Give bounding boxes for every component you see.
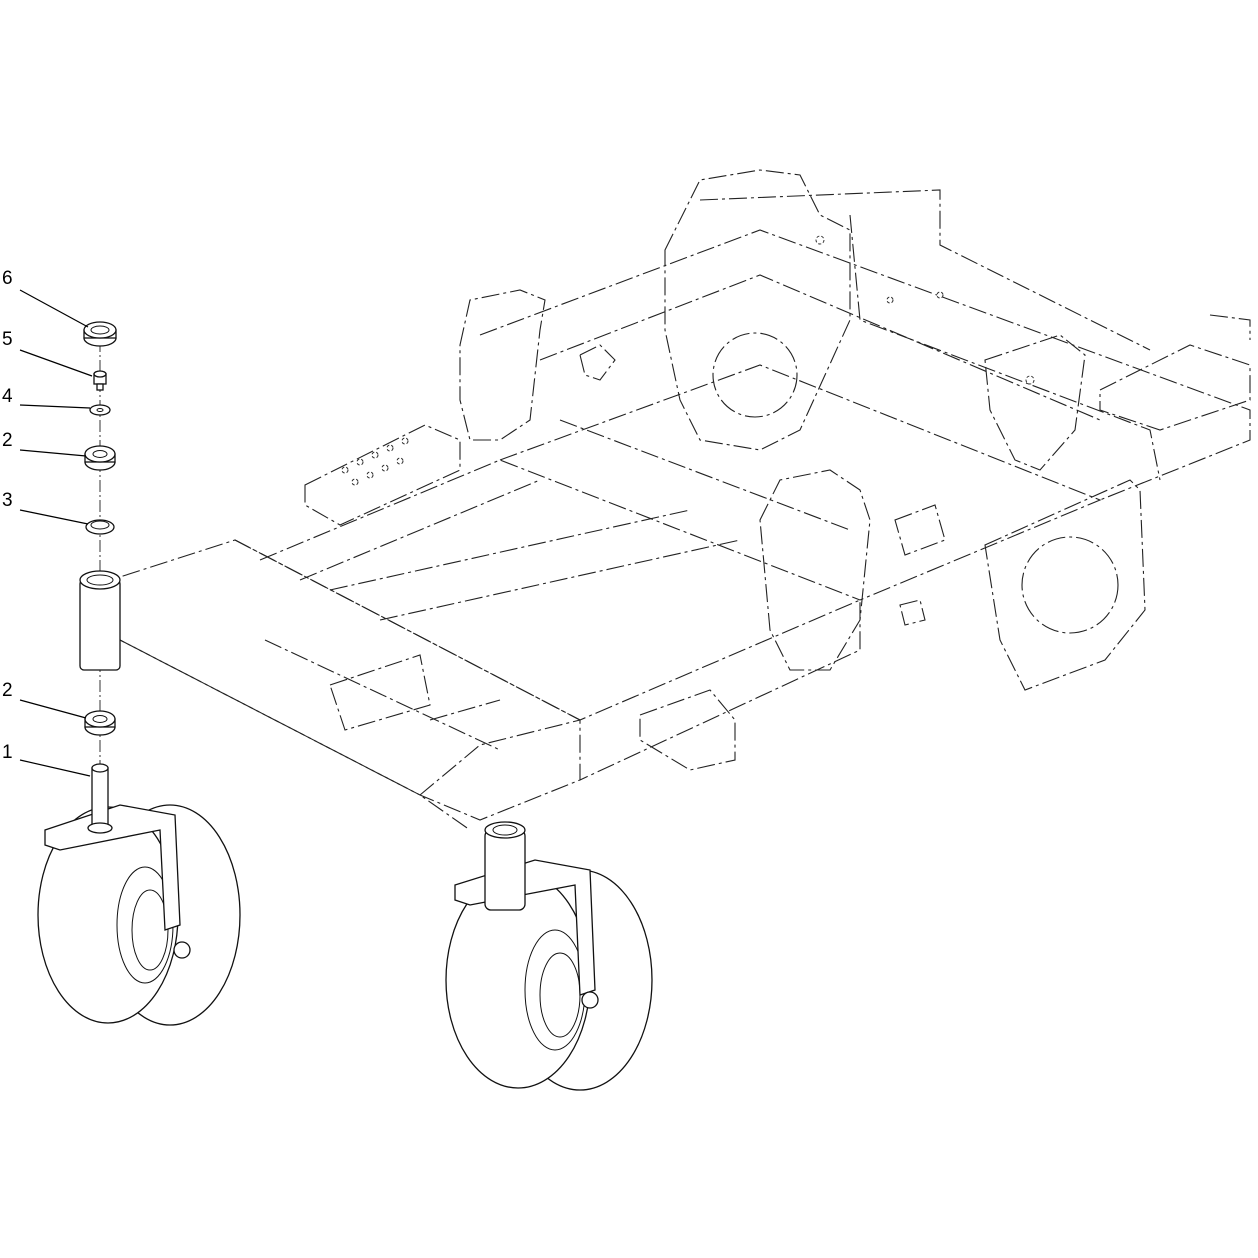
callout-5: 5 — [2, 329, 13, 350]
callout-labels: 6 5 4 2 3 2 1 — [2, 268, 13, 763]
part-3-seal — [85, 519, 115, 535]
caster-assembly-left — [37, 804, 241, 1026]
leader-2-upper — [19, 449, 87, 457]
leader-lines — [19, 289, 93, 777]
caster-assembly-right — [445, 821, 653, 1091]
leader-2-lower — [19, 699, 87, 719]
part-2-bearing-upper — [84, 445, 116, 471]
callout-6: 6 — [2, 268, 13, 289]
callout-3: 3 — [2, 490, 13, 511]
part-1-caster-fork-spindle — [87, 763, 113, 834]
leader-1 — [19, 759, 91, 777]
part-6-bearing-cap — [83, 321, 117, 347]
leader-3 — [19, 509, 89, 525]
leader-6 — [19, 289, 89, 328]
caster-pivot-tube — [79, 570, 121, 671]
part-5-bolt — [93, 370, 107, 391]
callout-4: 4 — [2, 386, 13, 407]
leader-5 — [19, 349, 93, 377]
callout-2-upper: 2 — [2, 430, 13, 451]
mower-frame — [94, 169, 1251, 831]
callout-1: 1 — [2, 742, 13, 763]
part-4-washer — [89, 404, 111, 416]
leader-4 — [19, 404, 91, 409]
callout-2-lower: 2 — [2, 680, 13, 701]
part-2-bearing-lower — [84, 710, 116, 736]
